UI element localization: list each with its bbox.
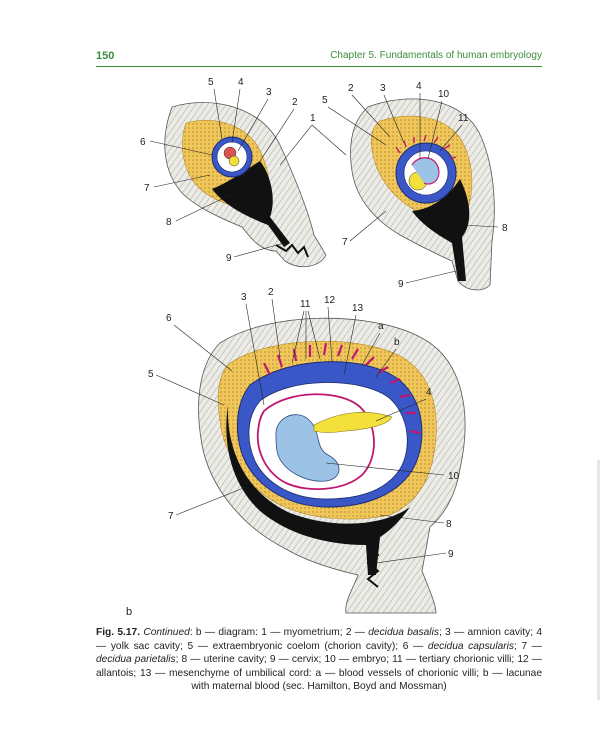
label-7-b: 7 [168,511,174,522]
label-11-tr: 11 [458,113,469,124]
label-8-tl: 8 [166,217,172,228]
chapter-title: Chapter 5. Fundamentals of human embryol… [330,50,542,61]
header-rule [96,66,542,67]
embryo-top-right [411,157,440,185]
caption-text-3: ; 7 — [514,640,542,652]
figure-uterus-diagrams: 5 4 3 2 1 6 7 8 9 5 [100,75,540,620]
label-3-b: 3 [241,292,247,303]
label-10-b: 10 [448,471,460,482]
label-8-b: 8 [446,519,452,530]
label-12-b: 12 [324,295,336,306]
label-6-b: 6 [166,313,172,324]
label-5-b: 5 [148,369,154,380]
leader-lines-tr [327,93,499,284]
label-13-b: 13 [352,303,364,314]
label-8-tr: 8 [502,223,508,234]
leader-lines-tl [149,88,347,258]
label-a-b: a [378,321,384,332]
figure-caption: Fig. 5.17. Continued: b — diagram: 1 — m… [96,626,542,694]
villi-top-right [395,134,457,160]
leader-lines-b [155,298,447,564]
label-7-tr: 7 [342,237,348,248]
cervix-top-left [275,243,309,258]
embryo-bottom [275,414,340,482]
label-9-tr: 9 [398,279,404,290]
label-9-tl: 9 [226,253,232,264]
label-4-b: 4 [426,387,432,398]
caption-continued: Continued [143,627,190,638]
figure-illustration: 5 4 3 2 1 6 7 8 9 5 [140,77,508,614]
uterine-cavity-top-left [212,161,290,247]
caption-decidua-capsularis: decidua capsularis [427,640,515,652]
page-number: 150 [96,50,115,62]
caption-decidua-parietalis: decidua parietalis [96,654,176,666]
label-3-tr: 3 [380,83,386,94]
label-5-tr: 5 [322,95,328,106]
running-header: 150 Chapter 5. Fundamentals of human emb… [96,50,542,66]
caption-text-1: : b — diagram: 1 — myometrium; 2 — [189,627,369,638]
caption-text-4: ; 8 — uterine cavity; 9 — cervix; 10 — e… [96,654,542,693]
cervix-bottom [366,546,380,588]
caption-text-2: ; 3 — amnion cavity; 4 — yolk sac cavity… [96,627,542,652]
panel-letter: b [126,606,133,618]
label-4-tr: 4 [416,81,422,92]
label-11-b: 11 [300,299,311,310]
label-3-tl: 3 [266,87,272,98]
uterine-cavity-bottom [226,405,410,575]
uterine-cavity-top-right [412,179,470,281]
label-10-tr: 10 [438,89,450,100]
label-6-tl: 6 [140,137,146,148]
uterus-middle-stage: 5 2 3 4 10 11 8 7 9 [322,81,508,291]
caption-fig-number: Fig. 5.17. [96,627,141,638]
allantois-yolk-stalk [313,412,393,433]
label-4-tl: 4 [238,77,244,88]
label-1-tl: 1 [310,113,316,124]
label-2-tl: 2 [292,97,298,108]
uterus-early-stage: 5 4 3 2 1 6 7 8 9 [140,77,347,268]
page-edge-shadow [597,460,600,700]
label-2-b: 2 [268,287,274,298]
label-9-b: 9 [448,549,454,560]
yolk-sac-top-left [228,155,240,167]
uterus-late-stage: 3 2 11 12 13 a b 6 5 4 10 7 8 9 [148,287,466,614]
caption-decidua-basalis: decidua basalis [368,627,439,638]
label-5-tl: 5 [208,77,214,88]
label-b-b: b [394,337,400,348]
label-2-tr: 2 [348,83,354,94]
villi-bottom [263,342,421,435]
label-7-tl: 7 [144,183,150,194]
